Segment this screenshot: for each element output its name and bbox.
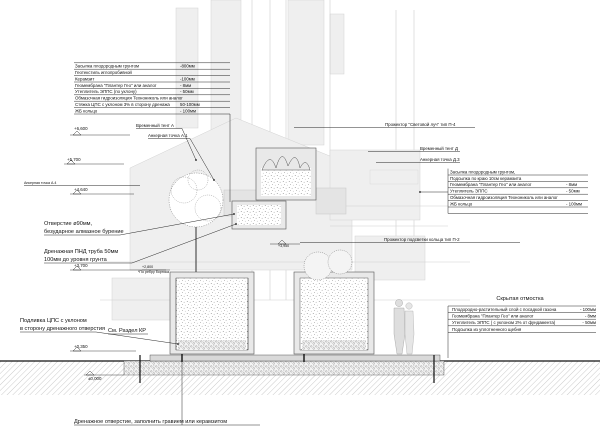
anchor-point-d3-label: Анкерная точка Д.3 bbox=[420, 157, 460, 162]
planter-upper-left bbox=[231, 200, 287, 230]
roof-layer-4-name: Геомембрана "Плантер Гео" или аналог bbox=[75, 83, 157, 88]
hole-label-line2: безударное алмазное бурение bbox=[44, 229, 124, 235]
right-layer-3-name: Геомембрана "Плантер Гео" или аналог bbox=[450, 182, 532, 187]
roof-layer-2-name: Геотекстиль иглопробивной bbox=[75, 70, 132, 75]
people-silhouettes bbox=[393, 299, 415, 355]
slope-line1: Подливка ЦПС с уклоном bbox=[20, 318, 87, 324]
drain-pipe-line2: 100мм до уровня грунта bbox=[44, 257, 108, 263]
roof-layer-6-name: Обмазочная гидроизоляция Технониколь или… bbox=[75, 96, 183, 101]
tree-left bbox=[168, 169, 224, 272]
roof-layer-3-value: -100мм bbox=[180, 76, 195, 81]
small-note: *По ребру бортика bbox=[138, 270, 169, 274]
blind-layer-3-value: - 50мм bbox=[582, 320, 596, 325]
layer-stack-right: Засыпка плодородным грунтом, Подсыпка по… bbox=[420, 168, 588, 214]
blind-layer-4-name: Подсыпка из уплотненного щебня bbox=[452, 327, 522, 332]
leader-dots bbox=[177, 159, 421, 345]
drain-hole-label: Дренажное отверстие, заполнить гравием и… bbox=[74, 419, 227, 425]
blind-layer-1-value: - 100мм bbox=[580, 307, 596, 312]
blind-layer-3-name: Утеплитель ЭППС ( с уклоном 2% от фундам… bbox=[452, 320, 556, 325]
callouts: Временный тент А Анкерная точка А.1 Анке… bbox=[20, 122, 520, 426]
roof-layer-3-name: Керамзит bbox=[75, 76, 94, 81]
slope-line2: в сторону дренажного отверстия bbox=[20, 326, 105, 332]
hidden-blind-area: Скрытая отмостка Плодородно-растительный… bbox=[447, 296, 596, 358]
roof-layer-1-name: Засыпка плодородным грунтом bbox=[75, 64, 139, 69]
level-0000: ±0,000 bbox=[88, 376, 102, 381]
roof-layer-7-value: 50-100мм bbox=[180, 102, 200, 107]
roof-layer-5-value: - 50мм bbox=[180, 89, 194, 94]
ring-light-projector-label: Прожектор подсветки кольца тип П-2 bbox=[384, 237, 460, 242]
drain-pipes bbox=[181, 354, 305, 362]
temp-tent-a-label: Временный тент А bbox=[136, 123, 174, 128]
roof-layer-8-name: ЖБ кольцо bbox=[75, 108, 98, 113]
drain-pipe-line1: Дренажная ПНД труба 50мм bbox=[44, 249, 118, 255]
roof-layer-7-name: Стяжка ЦПС с уклоном 3% в сторону дренаж… bbox=[75, 102, 170, 107]
roof-layer-5-name: Утеплитель ЭППС (по уклону) bbox=[75, 89, 137, 94]
level-marks: +6,600 +5,700 +4,640 +3,700 +2,800 +3,95… bbox=[64, 126, 300, 381]
right-layer-6-name: ЖБ кольцо bbox=[450, 201, 473, 206]
level-0350: +0,350 bbox=[74, 344, 88, 349]
right-layer-1-name: Засыпка плодородным грунтом, bbox=[450, 169, 515, 174]
shrub-right bbox=[303, 249, 353, 281]
blind-area-title: Скрытая отмостка bbox=[496, 296, 544, 302]
right-layer-2-name: Подсыпка по краю 10см керамзита bbox=[450, 176, 522, 181]
planter-upper-right bbox=[255, 147, 317, 201]
hole-label-line1: Отверстие ø90мм, bbox=[44, 221, 93, 227]
ground bbox=[0, 354, 600, 395]
roof-layer-8-value: - 100мм bbox=[180, 108, 196, 113]
level-2800: +2,800 bbox=[142, 265, 153, 269]
level-6600: +6,600 bbox=[74, 126, 88, 131]
ghost-building bbox=[100, 0, 470, 321]
right-layer-4-value: - 50мм bbox=[566, 189, 580, 194]
right-layer-3-value: - 8мм bbox=[566, 182, 577, 187]
roof-layer-1-value: -800мм bbox=[180, 64, 195, 69]
layer-stack-roof: Засыпка плодородным грунтом -800мм Геоте… bbox=[74, 62, 231, 202]
blind-layer-2-value: - 8мм bbox=[585, 314, 596, 319]
see-section-label: См. Раздел КР bbox=[108, 328, 146, 334]
level-4640: +4,640 bbox=[74, 187, 88, 192]
temp-tent-d-label: Временный тент Д bbox=[420, 146, 458, 151]
anchor-point-a4-label: Анкерная точка А.4 bbox=[24, 181, 56, 185]
roof-layer-4-value: - 8мм bbox=[180, 83, 191, 88]
planter-ring-right bbox=[293, 271, 375, 355]
level-5700: +5,700 bbox=[67, 157, 81, 162]
shrub-upper bbox=[261, 156, 311, 171]
right-layer-6-value: - 100мм bbox=[566, 201, 582, 206]
right-layer-4-name: Утеплитель ЭППС bbox=[450, 189, 488, 194]
blind-layer-1-name: Плодородно-растительный слой с посадкой … bbox=[452, 307, 557, 312]
level-3950: +3,950 bbox=[278, 244, 289, 248]
level-3700: +3,700 bbox=[74, 263, 88, 268]
light-projector-label: Прожектор "Световой луч" тип П-4 bbox=[385, 122, 456, 127]
blind-layer-2-name: Геомембрана "Плантер Гео" или аналог bbox=[452, 314, 534, 319]
anchor-point-a1-label: Анкерная точка А.1 bbox=[148, 133, 188, 138]
right-layer-5-name: Обмазочная гидроизоляция Технониколь или… bbox=[450, 195, 558, 200]
planter-ring-left bbox=[169, 271, 255, 355]
